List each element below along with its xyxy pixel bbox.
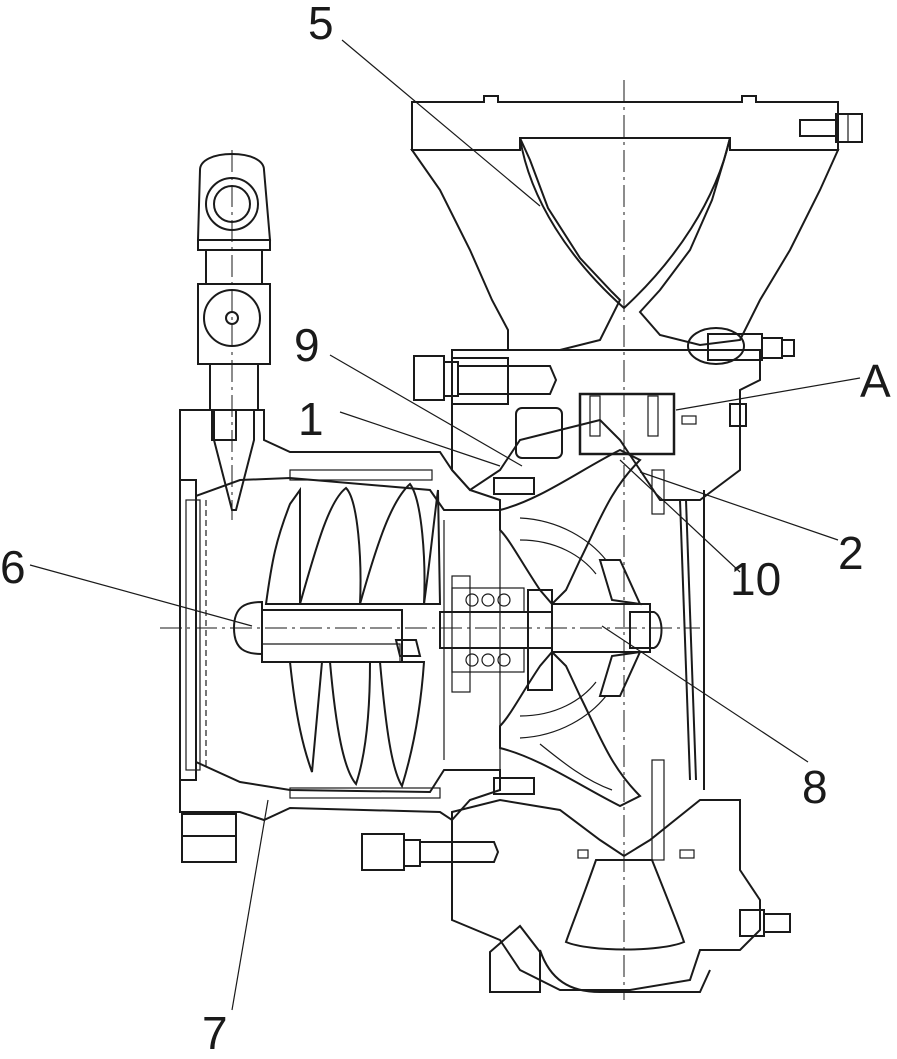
inducer [234, 484, 440, 786]
impeller [500, 450, 696, 860]
label-A: A [860, 358, 891, 404]
label-8: 8 [802, 764, 828, 810]
label-10: 10 [730, 556, 781, 602]
inlet-casing [180, 410, 534, 862]
leader-lines [30, 40, 860, 1010]
label-9: 9 [294, 322, 320, 368]
label-5: 5 [308, 0, 334, 46]
label-6: 6 [0, 544, 26, 590]
detail-a-box [580, 394, 674, 454]
bottom-volute [362, 800, 790, 992]
lifting-lug-assembly [198, 150, 270, 520]
label-7: 7 [202, 1010, 228, 1056]
discharge-nozzle [412, 96, 862, 350]
label-1: 1 [298, 396, 324, 442]
shaft-and-bearings [440, 576, 662, 692]
volute-casing [414, 328, 794, 500]
label-2: 2 [838, 530, 864, 576]
wear-ring-detail [590, 396, 696, 436]
